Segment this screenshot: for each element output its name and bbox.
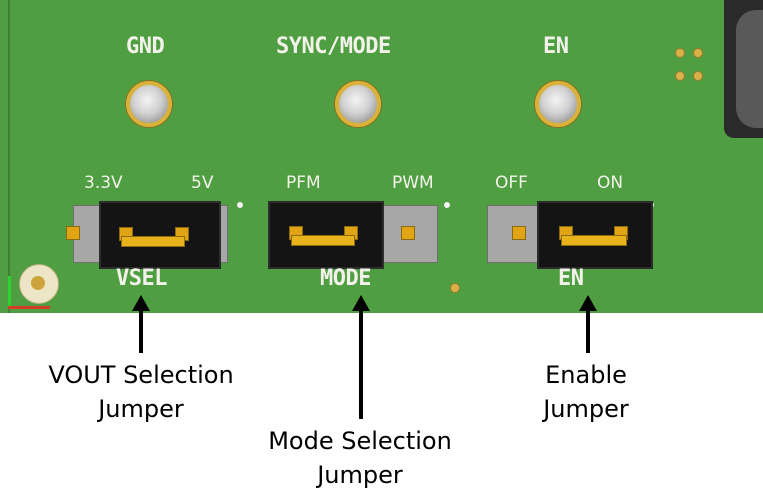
en-shunt[interactable]: [537, 201, 653, 269]
mode-caption: Mode Selection Jumper: [250, 424, 470, 492]
en-jumper-name: EN: [558, 266, 584, 291]
axis-indicator-green: [8, 276, 11, 308]
en-pin-off: [512, 226, 526, 240]
pin1-dot: [444, 202, 450, 208]
en-arrow-head: [579, 295, 597, 311]
en-caption: Enable Jumper: [516, 358, 656, 426]
mounting-hole-center: [31, 276, 45, 290]
via: [675, 48, 685, 58]
mode-caption-line1: Mode Selection: [268, 427, 452, 455]
en-right-label: ON: [597, 173, 624, 193]
test-point-sync-mode: [335, 81, 381, 127]
vsel-arrow-line: [139, 309, 143, 353]
test-point-en: [535, 81, 581, 127]
mode-caption-line2: Jumper: [317, 461, 403, 489]
en-caption-line1: Enable: [545, 361, 627, 389]
board-edge: [8, 0, 10, 313]
en-arrow-line: [586, 309, 590, 353]
vsel-arrow-head: [132, 295, 150, 311]
via: [450, 283, 460, 293]
vsel-shunt[interactable]: [99, 201, 221, 269]
via: [693, 48, 703, 58]
vsel-caption-line1: VOUT Selection: [48, 361, 234, 389]
test-point-label-gnd: GND: [126, 34, 165, 59]
pin1-dot: [237, 202, 243, 208]
test-point-gnd: [126, 81, 172, 127]
vsel-caption-line2: Jumper: [98, 395, 184, 423]
via: [675, 71, 685, 81]
vsel-caption: VOUT Selection Jumper: [19, 358, 263, 426]
en-caption-line2: Jumper: [543, 395, 629, 423]
via: [693, 71, 703, 81]
pcb-board: GND SYNC/MODE EN 3.3V 5V PFM PWM OFF ON …: [0, 0, 763, 313]
vsel-right-label: 5V: [191, 173, 214, 193]
axis-indicator-red: [8, 306, 50, 309]
vsel-pin-3v3: [66, 226, 80, 240]
test-point-label-en: EN: [543, 34, 569, 59]
mode-right-label: PWM: [392, 173, 434, 193]
mode-shunt-contact: [291, 235, 355, 246]
mode-pin-pwm: [401, 226, 415, 240]
mode-jumper-name: MODE: [320, 266, 371, 291]
mode-arrow-line: [359, 309, 363, 419]
vsel-jumper-name: VSEL: [116, 266, 167, 291]
mode-arrow-head: [352, 295, 370, 311]
vsel-shunt-contact: [121, 236, 185, 247]
en-shunt-contact: [561, 235, 627, 246]
test-point-label-sync-mode: SYNC/MODE: [276, 34, 391, 59]
inductor-component-top: [736, 10, 763, 128]
en-left-label: OFF: [495, 173, 528, 193]
vsel-left-label: 3.3V: [84, 173, 123, 193]
mode-left-label: PFM: [286, 173, 321, 193]
